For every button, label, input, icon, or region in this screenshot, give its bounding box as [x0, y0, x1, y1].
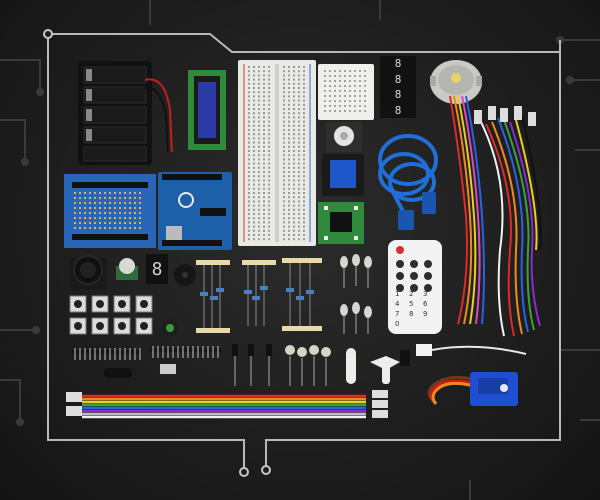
remote-number-key: 2 [409, 290, 413, 298]
frame-outline [47, 33, 561, 470]
remote-nav-key [410, 272, 418, 280]
segment-digit: 8 [394, 88, 402, 102]
remote-nav-key [424, 272, 432, 280]
rotary-potentiometer [116, 258, 138, 280]
single-digit: 8 [151, 258, 163, 280]
segment-digit: 8 [394, 103, 402, 117]
battery-holder [78, 61, 152, 165]
remote-nav-key [410, 260, 418, 268]
lcd-module [188, 70, 226, 150]
transistors-and-photocells [232, 344, 331, 386]
segment-digit: 8 [394, 72, 402, 86]
pin-headers [72, 346, 222, 360]
prototype-shield [64, 174, 156, 248]
stepper-driver-board [318, 202, 364, 244]
relay-module [322, 154, 364, 196]
stepper-motor-wires [449, 96, 485, 325]
remote-nav-key [396, 260, 404, 268]
seven-segment-display-4digit: 8 8 8 8 [380, 56, 416, 118]
arduino-board [158, 172, 232, 250]
remote-number-key: 6 [423, 300, 428, 308]
remote-number-key: 0 [395, 320, 399, 328]
tilt-switch [104, 368, 132, 378]
leds [340, 254, 372, 334]
remote-number-key: 8 [409, 310, 413, 318]
segment-digit: 8 [394, 57, 402, 71]
tactile-buttons [69, 295, 153, 335]
ir-remote: 1 2 3 4 5 6 7 8 9 0 [388, 240, 442, 334]
remote-number-key: 9 [423, 310, 427, 318]
joystick [70, 255, 106, 290]
buzzer [174, 264, 196, 286]
remote-nav-key [410, 284, 418, 292]
remote-number-key: 1 [395, 290, 399, 298]
tactile-button-small [160, 364, 176, 374]
remote-number-key: 4 [395, 300, 400, 308]
remote-number-key: 5 [409, 300, 413, 308]
resistor-strips [196, 258, 322, 333]
breadboard-large [238, 60, 316, 246]
potentiometer-module [326, 122, 362, 152]
servo-horns [346, 348, 410, 384]
breadboard-mini [318, 64, 374, 120]
servo-motor [427, 372, 518, 406]
remote-nav-key [424, 260, 432, 268]
frame-nodes [43, 29, 271, 477]
remote-nav-key [396, 284, 404, 292]
jumper-wires-bundle [474, 106, 542, 337]
single-digit-display: 8 [146, 254, 168, 284]
rainbow-ribbon-cable [66, 390, 388, 419]
remote-nav-key [396, 272, 404, 280]
remote-number-key: 3 [423, 290, 427, 298]
remote-number-key: 7 [395, 310, 399, 318]
flame-sensor [161, 319, 179, 337]
connector-cable [416, 344, 527, 356]
usb-cable [378, 134, 438, 230]
stepper-motor [430, 60, 482, 104]
battery-wires [144, 78, 176, 168]
remote-nav-key [424, 284, 432, 292]
